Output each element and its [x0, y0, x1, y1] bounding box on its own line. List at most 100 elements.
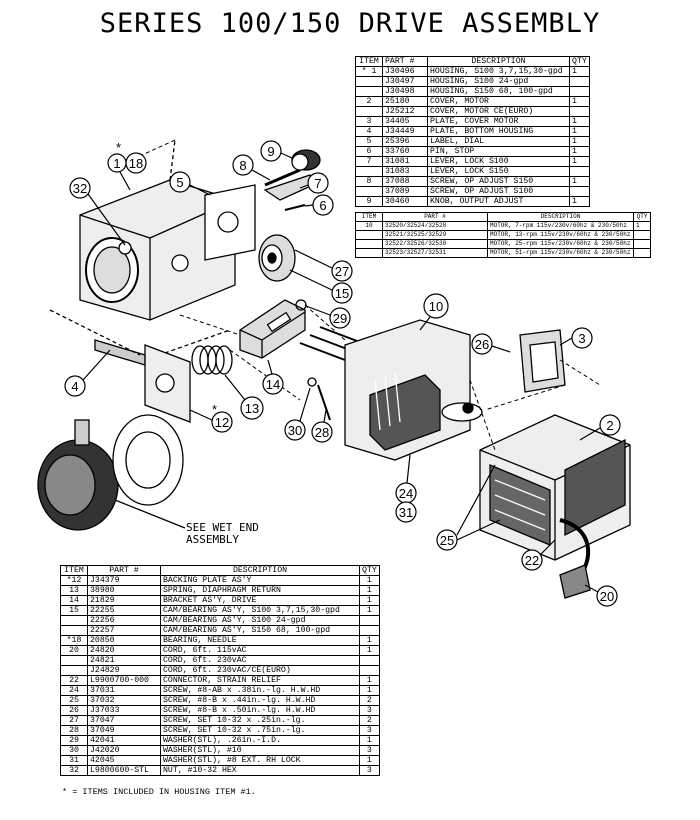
cell-part-number: 42041: [87, 735, 161, 746]
bottom-plate-part: [49, 309, 231, 366]
svg-text:4: 4: [71, 379, 78, 394]
cell-description: SCREW, SET 10-32 x .25in.-lg.: [160, 715, 360, 726]
cell-description: LABEL, DIAL: [427, 136, 570, 147]
cell-description: HOUSING, S100 24-gpd: [427, 76, 570, 87]
col-header-description: DESCRIPTION: [160, 565, 360, 576]
svg-text:29: 29: [333, 311, 347, 326]
cell-qty: [359, 665, 380, 676]
cell-part-number: 32523/32527/32531: [382, 248, 488, 258]
callout-20: 20: [584, 584, 618, 607]
cell-part-number: J30498: [382, 86, 428, 97]
svg-text:8: 8: [239, 158, 246, 173]
cell-part-number: 24821: [87, 655, 161, 666]
cell-description: PLATE, BOTTOM HOUSING: [427, 126, 570, 137]
cell-description: MOTOR, 25-rpm 115v/230v/60hz & 230/50hz: [487, 239, 634, 249]
cell-qty: 1: [569, 126, 590, 137]
svg-text:26: 26: [475, 337, 489, 352]
cell-qty: 2: [359, 715, 380, 726]
cell-description: WASHER(STL), .26in.-I.D.: [160, 735, 360, 746]
cell-description: CONNECTOR, STRAIN RELIEF: [160, 675, 360, 686]
cell-qty: 1: [359, 755, 380, 766]
cell-qty: 3: [359, 745, 380, 756]
svg-text:27: 27: [335, 264, 349, 279]
cell-description: COVER, MOTOR: [427, 96, 570, 107]
footnote: * = ITEMS INCLUDED IN HOUSING ITEM #1.: [62, 787, 256, 797]
cell-qty: [359, 625, 380, 636]
cell-part-number: 32521/32525/32529: [382, 230, 488, 240]
cell-part-number: L9800600-STL: [87, 765, 161, 776]
svg-text:15: 15: [335, 286, 349, 301]
cell-qty: 1: [359, 675, 380, 686]
spring-part: [191, 345, 233, 375]
cell-description: CORD, 6ft. 230vAC: [160, 655, 360, 666]
col-header-part: PART #: [382, 212, 488, 222]
cell-item: [355, 106, 383, 117]
cell-description: CORD, 6ft. 230vAC/CE(EURO): [160, 665, 360, 676]
callout-4: 4: [64, 349, 111, 397]
cell-description: CORD, 6ft. 115vAC: [160, 645, 360, 656]
cell-item: 15: [60, 605, 88, 616]
cell-description: SCREW, #8-AB x .38in.-lg. H.W.HD: [160, 685, 360, 696]
cell-item: 31: [60, 755, 88, 766]
cover-plate-part: [519, 329, 566, 393]
col-header-item: ITEM: [60, 565, 88, 576]
cell-description: LEVER, LOCK S100: [427, 156, 570, 167]
adjust-knob-part: [291, 149, 321, 171]
cell-part-number: 31081: [382, 156, 428, 167]
cell-part-number: 37032: [87, 695, 161, 706]
cell-qty: [569, 76, 590, 87]
cell-qty: 1: [569, 146, 590, 157]
cell-part-number: 42045: [87, 755, 161, 766]
cell-description: CAM/BEARING AS'Y, S100 24-gpd: [160, 615, 360, 626]
svg-text:6: 6: [319, 198, 326, 213]
cell-description: BEARING, NEEDLE: [160, 635, 360, 646]
cell-description: MOTOR, 51-rpm 115v/230v/60hz & 230/50hz: [487, 248, 634, 258]
cell-qty: [569, 186, 590, 197]
cell-part-number: J42020: [87, 745, 161, 756]
cell-item: [355, 230, 383, 240]
callout-29: 29: [305, 305, 351, 329]
cell-part-number: 22256: [87, 615, 161, 626]
callout-6: 6: [304, 194, 334, 216]
cell-item: [60, 655, 88, 666]
callout-10: 10: [419, 293, 449, 331]
cell-item: [355, 86, 383, 97]
cell-part-number: 20850: [87, 635, 161, 646]
cell-description: BRACKET AS'Y, DRIVE: [160, 595, 360, 606]
cell-description: HOUSING, S150 68, 100-gpd: [427, 86, 570, 97]
cell-part-number: J30497: [382, 76, 428, 87]
callout-30: 30: [284, 387, 311, 441]
cell-part-number: 31083: [382, 166, 428, 177]
cell-part-number: 25396: [382, 136, 428, 147]
cell-item: 24: [60, 685, 88, 696]
cell-item: 22: [60, 675, 88, 686]
callout-22: 22: [521, 539, 556, 571]
cell-part-number: 32520/32524/32528: [382, 221, 488, 231]
cell-description: MOTOR, 7-rpm 115v/230v/60hz & 230/50hz: [487, 221, 634, 231]
cell-item: 5: [355, 136, 383, 147]
cell-qty: 1: [569, 96, 590, 107]
svg-text:10: 10: [429, 299, 443, 314]
cell-item: 27: [60, 715, 88, 726]
cell-part-number: 30460: [382, 196, 428, 207]
col-header-qty: QTY: [359, 565, 380, 576]
cell-item: [355, 248, 383, 258]
callout-26: 26: [471, 333, 511, 355]
cell-item: * 1: [355, 66, 383, 77]
motor-part: [344, 319, 483, 461]
cell-part-number: J34379: [87, 575, 161, 586]
cell-item: [355, 76, 383, 87]
